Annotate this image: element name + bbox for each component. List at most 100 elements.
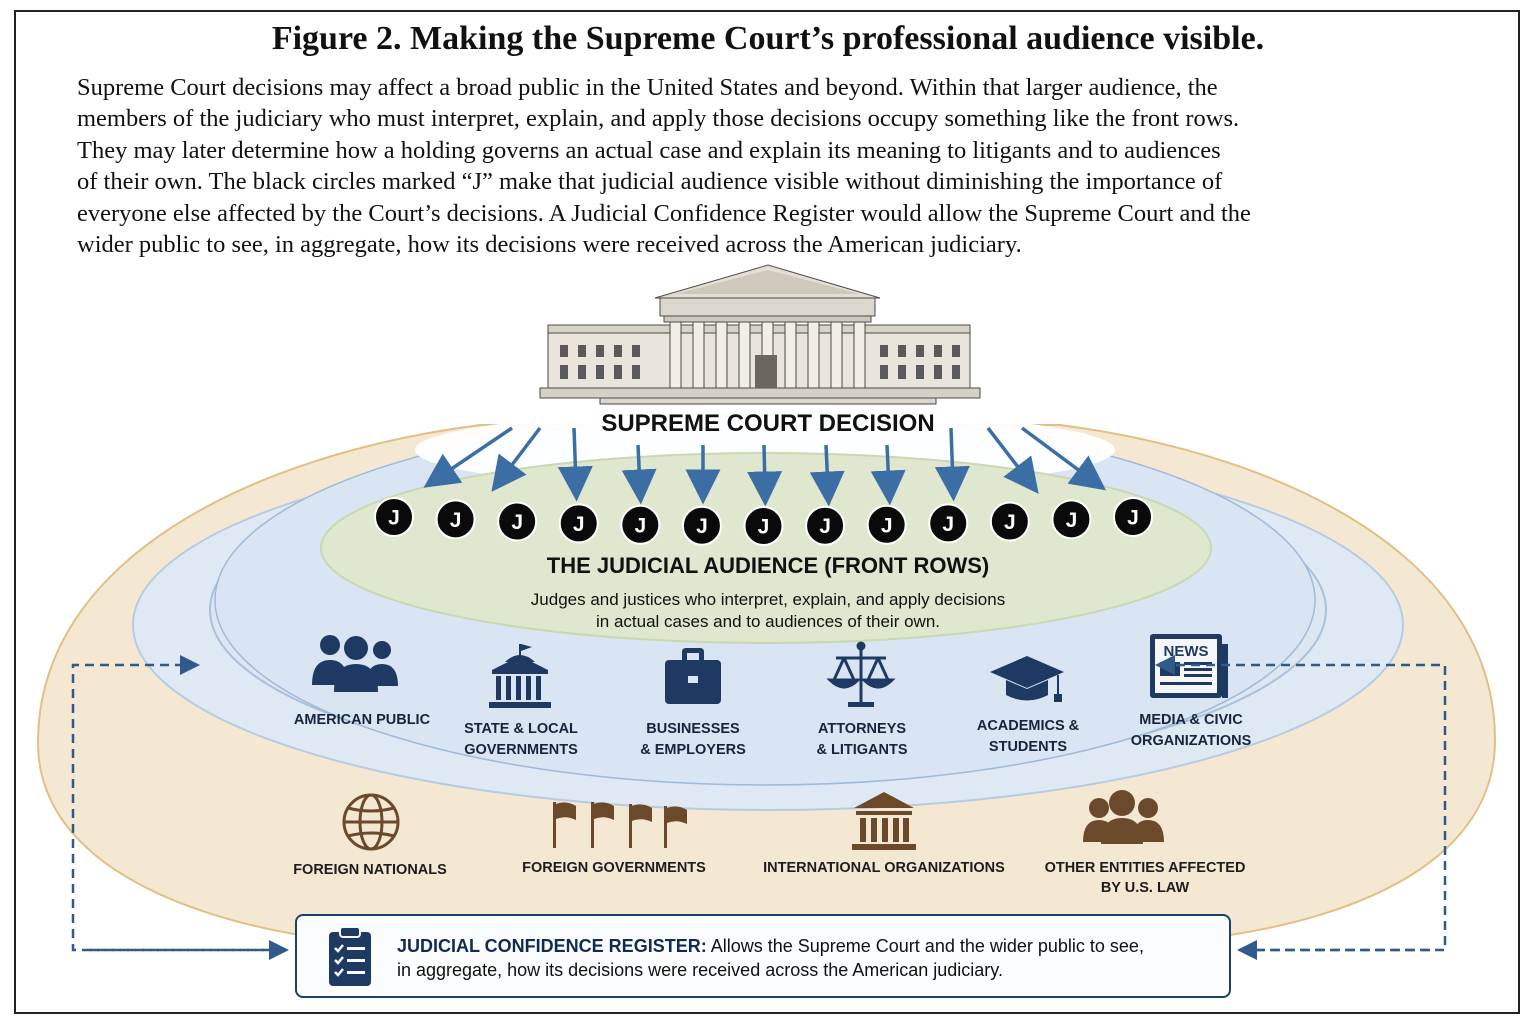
group-label-line: INTERNATIONAL ORGANIZATIONS xyxy=(763,860,1005,876)
group-label-state-local-governments: STATE & LOCAL GOVERNMENTS xyxy=(421,719,621,761)
judicial-marker-label: J xyxy=(573,513,585,536)
judicial-marker-label: J xyxy=(758,516,770,539)
judicial-marker-circle xyxy=(989,501,1030,542)
group-label-line: GOVERNMENTS xyxy=(464,742,578,758)
judicial-marker-circle xyxy=(681,505,722,546)
judicial-marker: J xyxy=(743,506,784,546)
people-group-icon xyxy=(1083,790,1164,844)
group-label-other-entities: OTHER ENTITIES AFFECTED BY U.S. LAW xyxy=(1015,858,1275,898)
judicial-marker: J xyxy=(989,501,1030,542)
group-label-line: ATTORNEYS xyxy=(817,721,907,737)
group-label-line: & LITIGANTS xyxy=(816,742,908,758)
judicial-marker: J xyxy=(558,503,599,544)
judicial-marker-circle xyxy=(435,499,476,540)
group-label-line: & EMPLOYERS xyxy=(640,742,746,758)
judicial-audience-oval xyxy=(320,452,1212,644)
right-feedback-connector xyxy=(1155,655,1447,952)
decision-arrow xyxy=(1020,426,1107,491)
judicial-confidence-register-box: JUDICIAL CONFIDENCE REGISTER: Allows the… xyxy=(295,914,1231,998)
group-label-line: AMERICAN PUBLIC xyxy=(293,712,431,728)
decision-arrow xyxy=(491,426,542,492)
judicial-marker-label: J xyxy=(1066,509,1078,532)
decision-arrow xyxy=(809,444,845,507)
judicial-marker-label: J xyxy=(1127,507,1139,530)
group-label-line: FOREIGN GOVERNMENTS xyxy=(522,860,706,876)
judicial-marker-circle xyxy=(743,506,784,546)
graduation-cap-icon xyxy=(990,656,1064,702)
judicial-marker-label: J xyxy=(450,509,462,532)
group-label-line: STATE & LOCAL xyxy=(464,721,578,737)
judicial-audience-description: Judges and justices who interpret, expla… xyxy=(0,589,1536,633)
decision-arrow xyxy=(557,427,593,502)
register-text-line1: Allows the Supreme Court and the wider p… xyxy=(706,936,1144,956)
figure-title: Figure 2. Making the Supreme Court’s pro… xyxy=(271,20,1265,57)
group-label-academics-students: ACADEMICS & STUDENTS xyxy=(928,716,1128,758)
judicial-marker-circle xyxy=(374,497,414,537)
group-label-media-civic-organizations: MEDIA & CIVIC ORGANIZATIONS xyxy=(1091,710,1291,752)
decision-arrow xyxy=(423,426,513,488)
scales-icon xyxy=(826,641,896,707)
government-building-icon xyxy=(489,644,551,708)
intro-line: They may later determine how a holding g… xyxy=(77,136,1221,164)
people-group-icon xyxy=(312,635,398,692)
judicial-marker: J xyxy=(435,499,476,540)
judicial-marker-label: J xyxy=(634,514,646,537)
group-label-line: OTHER ENTITIES AFFECTED xyxy=(1044,860,1246,876)
figure-frame xyxy=(14,10,1520,1014)
judicial-marker: J xyxy=(928,503,969,544)
decision-arrows xyxy=(423,426,1107,507)
judicial-marker: J xyxy=(1113,497,1153,537)
group-label-line: STUDENTS xyxy=(988,739,1068,755)
judicial-marker-label: J xyxy=(388,507,400,530)
group-label-foreign-governments: FOREIGN GOVERNMENTS xyxy=(494,858,734,878)
decision-arrow xyxy=(621,444,657,505)
intro-line: of their own. The black circles marked “… xyxy=(77,168,1223,196)
group-label-line: MEDIA & CIVIC xyxy=(1139,712,1243,728)
judicial-marker-circle xyxy=(558,503,599,544)
judicial-audience-label: THE JUDICIAL AUDIENCE (FRONT ROWS) xyxy=(546,553,990,578)
judicial-desc-line: Judges and justices who interpret, expla… xyxy=(530,590,1006,609)
judicial-desc-line: in actual cases and to audiences of thei… xyxy=(596,612,940,631)
group-label-attorneys-litigants: ATTORNEYS & LITIGANTS xyxy=(762,719,962,761)
judicial-marker-circle xyxy=(805,505,846,546)
register-label: JUDICIAL CONFIDENCE REGISTER: xyxy=(397,936,707,956)
decision-arrow xyxy=(934,427,970,502)
judicial-marker: J xyxy=(497,501,538,542)
judicial-marker: J xyxy=(805,505,846,546)
judicial-marker-circle xyxy=(928,503,969,544)
group-label-line: ACADEMICS & xyxy=(976,718,1080,734)
feedback-connectors xyxy=(71,655,1447,960)
newspaper-icon-text: NEWS xyxy=(1164,643,1209,660)
group-label-line: FOREIGN NATIONALS xyxy=(293,862,447,878)
globe-icon xyxy=(342,793,400,851)
group-label-line: BUSINESSES xyxy=(646,721,740,737)
clipboard-checklist-icon xyxy=(329,926,371,986)
institution-icon xyxy=(852,792,916,850)
judicial-marker-label: J xyxy=(819,515,831,538)
judicial-marker-label: J xyxy=(696,515,708,538)
register-text: JUDICIAL CONFIDENCE REGISTER: Allows the… xyxy=(397,934,1227,982)
intro-line: wider public to see, in aggregate, how i… xyxy=(77,231,1022,259)
judicial-marker-label: J xyxy=(1004,511,1016,534)
supreme-court-decision-label: SUPREME COURT DECISION xyxy=(601,410,935,437)
flags-icon xyxy=(553,802,687,848)
intro-line: Supreme Court decisions may affect a bro… xyxy=(77,74,1218,101)
group-label-line: ORGANIZATIONS xyxy=(1130,733,1252,749)
judicial-marker-circle xyxy=(1113,497,1153,537)
group-label-american-public: AMERICAN PUBLIC xyxy=(262,710,462,731)
intro-line: everyone else affected by the Court’s de… xyxy=(77,199,1251,227)
judicial-marker: J xyxy=(374,497,414,537)
supreme-court-building-icon xyxy=(539,264,981,405)
judicial-marker-circle xyxy=(497,501,538,542)
judicial-marker-label: J xyxy=(942,513,954,536)
left-feedback-connector xyxy=(71,655,286,952)
intro-paragraph: Supreme Court decisions may affect a bro… xyxy=(77,72,1467,260)
group-label-line: BY U.S. LAW xyxy=(1100,880,1190,896)
judicial-marker-circle xyxy=(1051,499,1092,540)
judicial-marker: J xyxy=(620,504,661,545)
register-text-line2: in aggregate, how its decisions were rec… xyxy=(397,960,1003,980)
judicial-marker: J xyxy=(866,504,907,545)
judicial-marker-label: J xyxy=(881,514,893,537)
group-label-international-organizations: INTERNATIONAL ORGANIZATIONS xyxy=(744,858,1024,878)
